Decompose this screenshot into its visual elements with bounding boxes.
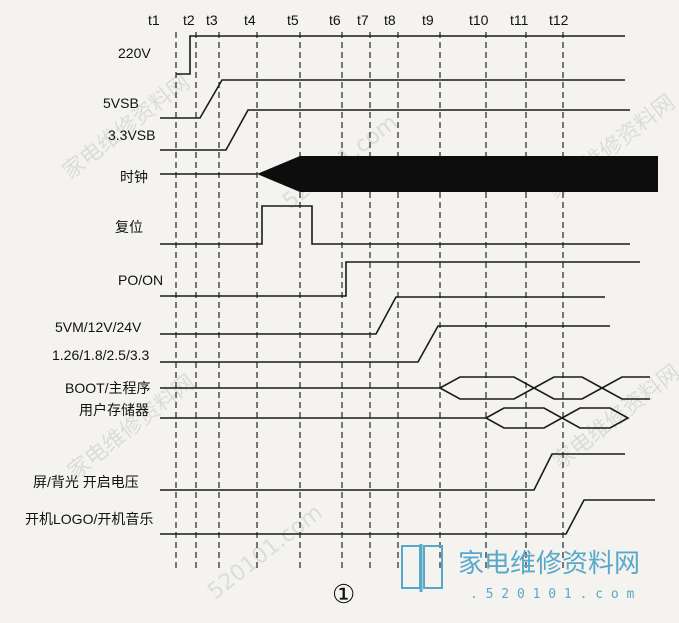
waveform-220v bbox=[176, 35, 625, 75]
diagonal-watermark-url: 520101.com bbox=[203, 500, 327, 605]
waveform-backlight-voltage bbox=[160, 453, 625, 491]
waveform-boot-segment-1 bbox=[438, 376, 536, 400]
time-marker-lines bbox=[175, 32, 564, 568]
waveform-5vsb bbox=[160, 79, 625, 119]
signal-label-core-voltages: 1.26/1.8/2.5/3.3 bbox=[52, 347, 150, 363]
waveform-boot-segment-2 bbox=[532, 376, 604, 400]
time-label-t5: t5 bbox=[287, 12, 299, 28]
time-label-t8: t8 bbox=[384, 12, 396, 28]
waveform-3-3vsb bbox=[160, 109, 630, 151]
waveform-po-on bbox=[160, 261, 640, 297]
waveform-boot-segment-3-bottom bbox=[601, 387, 650, 400]
time-label-t12: t12 bbox=[549, 12, 569, 28]
book-logo-icon bbox=[401, 544, 443, 592]
signal-label-po-on: PO/ON bbox=[118, 272, 163, 288]
time-label-t9: t9 bbox=[422, 12, 434, 28]
brand-logo: 家电维修资料网 . 5 2 0 1 0 1 . c o m bbox=[401, 544, 640, 602]
waveform-core-voltages bbox=[160, 325, 610, 363]
signal-label-5vm-12v-24v: 5VM/12V/24V bbox=[55, 319, 142, 335]
waveform-reset bbox=[160, 205, 630, 245]
time-label-t3: t3 bbox=[206, 12, 218, 28]
waveform-user-memory-segment-1 bbox=[484, 407, 564, 429]
signal-label-boot-main: BOOT/主程序 bbox=[65, 380, 151, 396]
signal-label-5vsb: 5VSB bbox=[103, 95, 139, 111]
time-label-t1: t1 bbox=[148, 12, 160, 28]
signal-label-220v: 220V bbox=[118, 45, 151, 61]
waveform-5vm-12v-24v bbox=[160, 296, 605, 335]
brand-url: . 5 2 0 1 0 1 . c o m bbox=[470, 587, 635, 602]
waveform-clock-active-band bbox=[257, 156, 658, 192]
time-label-t10: t10 bbox=[469, 12, 489, 28]
time-label-t6: t6 bbox=[329, 12, 341, 28]
time-label-t7: t7 bbox=[357, 12, 369, 28]
waveform-user-memory-segment-2 bbox=[560, 407, 630, 429]
signal-label-3-3vsb: 3.3VSB bbox=[108, 127, 155, 143]
signal-labels: 220V 5VSB 3.3VSB 时钟 复位 PO/ON 5VM/12V/24V… bbox=[25, 45, 163, 527]
waveforms bbox=[160, 35, 658, 535]
signal-label-clock: 时钟 bbox=[120, 169, 148, 185]
waveform-boot-segment-3-top bbox=[601, 376, 650, 389]
signal-label-user-memory: 用户存储器 bbox=[79, 402, 149, 418]
time-label-t11: t11 bbox=[510, 12, 529, 28]
time-label-t4: t4 bbox=[244, 12, 256, 28]
signal-label-backlight-voltage: 屏/背光 开启电压 bbox=[33, 474, 139, 490]
signal-label-reset: 复位 bbox=[115, 219, 143, 235]
figure-number: ① bbox=[332, 580, 355, 610]
signal-label-logo-music: 开机LOGO/开机音乐 bbox=[25, 511, 153, 527]
brand-name: 家电维修资料网 bbox=[458, 549, 640, 579]
time-axis-labels: t1 t2 t3 t4 t5 t6 t7 t8 t9 t10 t11 t12 bbox=[148, 12, 569, 28]
waveform-logo-music bbox=[160, 499, 655, 535]
time-label-t2: t2 bbox=[183, 12, 195, 28]
